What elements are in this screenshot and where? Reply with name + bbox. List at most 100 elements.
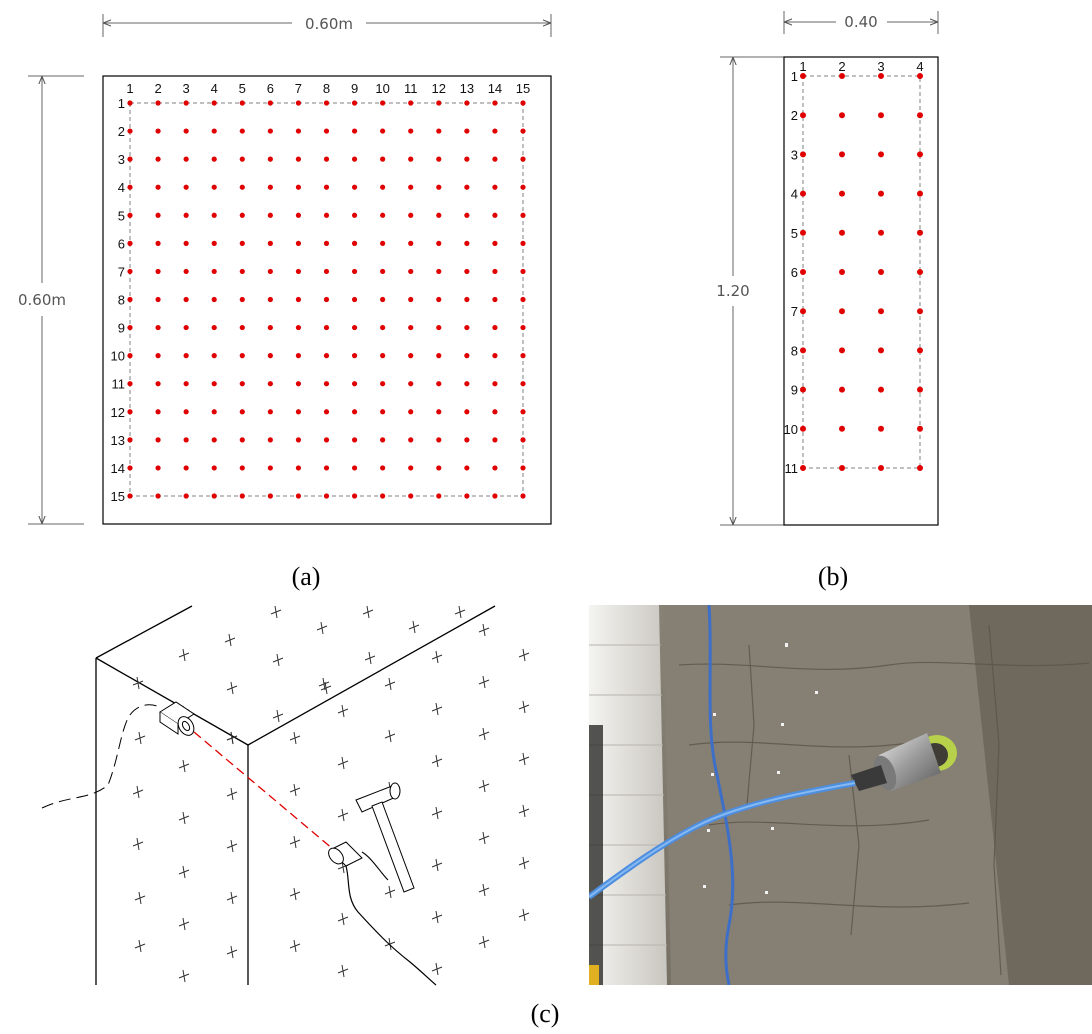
measurement-point [520, 353, 526, 359]
hand-finger-outline [361, 851, 389, 881]
measurement-point [839, 73, 845, 79]
cross-mark [178, 759, 190, 773]
cross-mark [478, 675, 490, 689]
row-label: 1 [791, 69, 798, 84]
row-label: 6 [118, 236, 125, 251]
column-label: 4 [211, 81, 218, 96]
row-label: 14 [111, 461, 125, 476]
measurement-point [155, 184, 161, 190]
row-label: 15 [111, 489, 125, 504]
measurement-point [436, 324, 442, 331]
measurement-point [183, 156, 189, 162]
height-dimension-label-a: 0.60m [18, 291, 66, 309]
measurement-point [155, 268, 161, 275]
measurement-point [839, 347, 845, 354]
measurement-point [211, 212, 217, 218]
measurement-point [155, 353, 161, 359]
cross-mark [384, 729, 396, 743]
cross-mark [132, 676, 144, 690]
measurement-point [295, 296, 302, 303]
measurement-point [323, 353, 330, 359]
measurement-point [155, 128, 161, 134]
caption-b: (b) [818, 562, 848, 591]
row-label: 3 [791, 147, 798, 162]
measurement-point [520, 268, 526, 275]
measurement-point [211, 128, 217, 134]
measurement-point [436, 268, 442, 275]
measurement-point [323, 156, 330, 162]
measurement-point [155, 493, 161, 499]
measurement-point [239, 465, 245, 471]
cross-mark [454, 605, 466, 619]
measurement-point [408, 268, 414, 275]
measurement-point [917, 151, 923, 158]
measurement-point [839, 229, 845, 236]
cross-mark [478, 831, 490, 845]
measurement-point [295, 437, 302, 443]
cross-mark [178, 648, 190, 662]
measurement-point [351, 212, 358, 218]
measurement-point [127, 128, 133, 134]
cross-mark [320, 681, 332, 695]
measurement-point [267, 296, 273, 303]
cross-mark [224, 633, 236, 647]
measurement-point [464, 493, 470, 499]
measurement-point [878, 229, 884, 236]
cross-mark [226, 787, 238, 801]
column-label: 12 [432, 81, 446, 96]
measurement-point [800, 465, 806, 471]
measurement-point [800, 308, 806, 315]
cross-mark [478, 727, 490, 741]
measurement-point [492, 409, 498, 415]
cross-mark [478, 883, 490, 897]
measurement-point [800, 190, 806, 197]
measurement-point [211, 184, 217, 190]
measurement-point [351, 100, 358, 106]
measurement-point [408, 100, 414, 106]
cross-mark [178, 865, 190, 879]
cross-mark [289, 887, 301, 901]
measurement-point [351, 268, 358, 275]
row-label: 2 [118, 124, 125, 139]
measurement-point [127, 240, 133, 246]
measurement-point [127, 465, 133, 471]
cross-mark [384, 677, 396, 691]
measurement-point [800, 112, 806, 119]
measurement-point [267, 437, 273, 443]
measurement-point [239, 240, 245, 246]
measurement-point [267, 212, 273, 218]
row-label: 9 [118, 321, 125, 336]
measurement-point [408, 156, 414, 162]
measurement-point [380, 437, 386, 443]
measurement-point [295, 128, 302, 134]
measurement-point [239, 128, 245, 134]
measurement-point [127, 268, 133, 275]
measurement-point [839, 112, 845, 119]
measurement-point [492, 128, 498, 134]
measurement-point [839, 190, 845, 197]
measurement-point [239, 381, 245, 387]
cross-mark [178, 811, 190, 825]
cross-mark [518, 908, 530, 922]
measurement-point [155, 381, 161, 387]
measurement-point [839, 425, 845, 432]
measurement-point [267, 353, 273, 359]
measurement-point [380, 240, 386, 246]
row-label: 10 [111, 349, 125, 364]
panel-c-sketch [41, 605, 530, 986]
measurement-point [839, 465, 845, 471]
measurement-point [211, 324, 217, 331]
measurement-point [155, 465, 161, 471]
measurement-point [127, 381, 133, 387]
measurement-point [492, 324, 498, 331]
measurement-point [520, 381, 526, 387]
measurement-point [917, 73, 923, 79]
cross-mark [272, 709, 284, 723]
measurement-point [127, 437, 133, 443]
measurement-point [323, 381, 330, 387]
column-label: 14 [488, 81, 502, 96]
cross-mark [289, 835, 301, 849]
measurement-point [183, 437, 189, 443]
